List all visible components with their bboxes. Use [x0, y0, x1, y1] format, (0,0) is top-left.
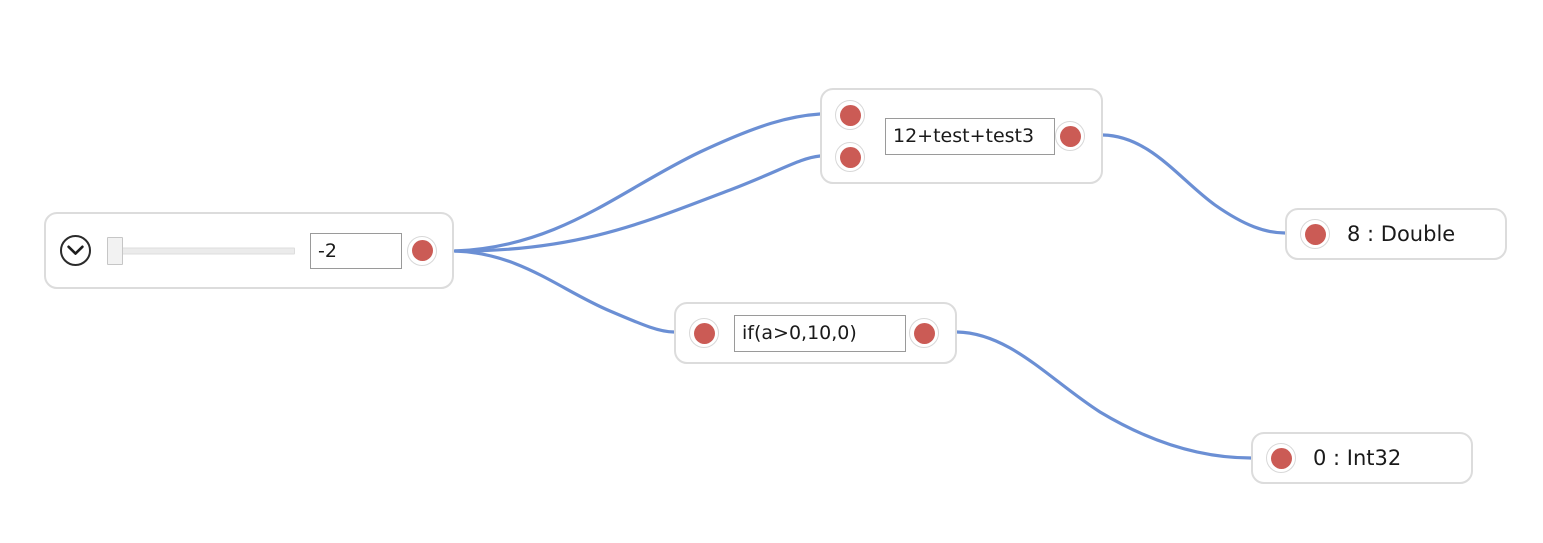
value-slider[interactable] [107, 236, 295, 265]
edge-slider-to-expression-input-2 [453, 154, 822, 253]
chevron-down-icon[interactable] [60, 235, 91, 266]
expression-text-field[interactable]: 12+test+test3 [885, 117, 1055, 155]
slider-value-field[interactable]: -2 [310, 232, 402, 269]
expression-input-ports [835, 100, 865, 172]
condition-text-field[interactable]: if(a>0,10,0) [734, 314, 906, 352]
edge-slider-to-condition-input [453, 249, 676, 334]
condition-input-port[interactable] [689, 318, 719, 348]
expression-input-port-1[interactable] [835, 100, 865, 130]
expression-node[interactable]: 12+test+test3 [820, 88, 1103, 184]
slider-thumb[interactable] [107, 236, 123, 265]
result-node-int[interactable]: 0 : Int32 [1251, 432, 1473, 484]
result-int-label: 0 : Int32 [1313, 446, 1402, 470]
edge-slider-to-expression-input-1 [453, 112, 822, 253]
result-double-label: 8 : Double [1347, 222, 1456, 246]
expression-output-port[interactable] [1055, 121, 1085, 151]
edge-condition-to-result-int [955, 330, 1253, 460]
expression-input-port-2[interactable] [835, 142, 865, 172]
slider-track[interactable] [107, 247, 295, 254]
edge-expression-to-result-double [1101, 133, 1287, 235]
condition-node[interactable]: if(a>0,10,0) [674, 302, 957, 364]
result-int-input-port[interactable] [1266, 443, 1296, 473]
slider-output-port[interactable] [407, 235, 437, 266]
result-double-input-port[interactable] [1300, 219, 1330, 249]
condition-output-port[interactable] [909, 318, 939, 348]
result-node-double[interactable]: 8 : Double [1285, 208, 1507, 260]
slider-input-node[interactable]: -2 [44, 212, 454, 289]
